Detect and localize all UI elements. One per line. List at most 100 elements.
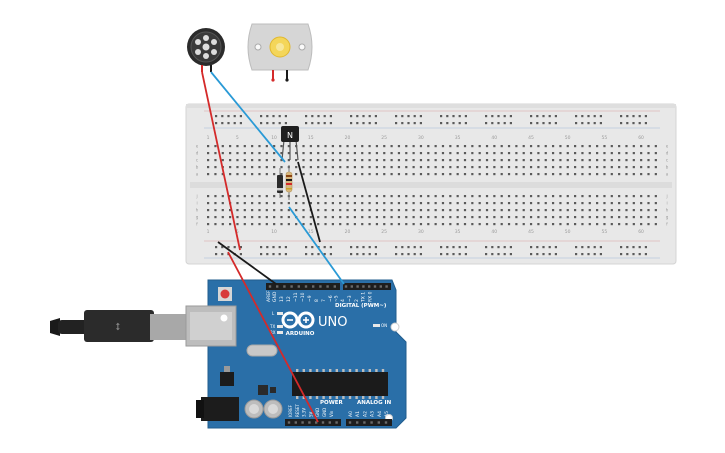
motor-screw [298, 43, 306, 51]
breadboard-hole [478, 166, 481, 169]
breadboard-hole [647, 195, 650, 198]
breadboard-hole [280, 195, 283, 198]
wire-red-5v[interactable] [227, 251, 319, 423]
breadboard-hole [625, 223, 628, 226]
breadboard-hole [375, 145, 379, 148]
breadboard-hole [273, 223, 276, 226]
breadboard-hole [405, 145, 408, 148]
breadboard-hole [295, 223, 298, 226]
breadboard-hole [207, 195, 210, 198]
breadboard-hole [331, 166, 334, 169]
breadboard-hole [471, 166, 474, 169]
dc-power-jack[interactable] [201, 397, 239, 421]
rail-hole [374, 253, 377, 256]
rail-hole [542, 246, 545, 249]
rail-hole [620, 115, 623, 118]
breadboard-hole [574, 152, 577, 155]
wire-blue-speaker[interactable] [210, 71, 286, 163]
rail-hole [305, 246, 308, 249]
breadboard-hole [596, 166, 599, 169]
breadboard-hole [654, 195, 657, 198]
breadboard-hole [625, 145, 628, 148]
breadboard-hole [258, 195, 261, 198]
chip-pin [348, 396, 352, 399]
breadboard-hole [574, 209, 577, 212]
digital-header-2[interactable] [343, 283, 391, 290]
rail-hole [215, 115, 218, 118]
rail-hole [413, 115, 416, 118]
digital-header-1[interactable] [266, 283, 340, 290]
rail-hole [221, 122, 224, 125]
breadboard-hole [588, 202, 591, 205]
column-number: 40 [491, 229, 497, 235]
breadboard-hole [251, 152, 254, 155]
header-hole [315, 421, 318, 424]
breadboard-hole [529, 173, 533, 176]
header-hole [370, 421, 373, 424]
rail-hole [368, 122, 371, 125]
rail-hole [221, 246, 224, 249]
chip-pin [368, 396, 371, 399]
breadboard-hole [632, 145, 635, 148]
reset-button-cap[interactable] [220, 289, 230, 299]
power-header[interactable] [285, 419, 341, 426]
breadboard-hole [522, 195, 525, 198]
diode-component[interactable] [277, 168, 283, 198]
breadboard-hole [544, 145, 547, 148]
speaker-component[interactable] [187, 28, 225, 72]
row-letter: h [196, 208, 199, 213]
breadboard-hole [207, 159, 210, 162]
breadboard-hole [346, 145, 349, 148]
header-hole [348, 421, 352, 424]
breadboard-hole [640, 173, 643, 176]
rail-hole [215, 122, 218, 125]
breadboard-hole [581, 223, 584, 226]
breadboard-hole [280, 166, 283, 169]
breadboard-hole [654, 202, 657, 205]
analog-pin-label: A1 [355, 411, 361, 417]
chip-pin [362, 369, 365, 372]
breadboard-hole [588, 223, 591, 226]
breadboard-hole [361, 173, 364, 176]
breadboard-hole [265, 202, 268, 205]
atmega-chip [292, 372, 388, 396]
rail-hole [548, 253, 551, 256]
breadboard-hole [610, 209, 613, 212]
wire-black-gnd[interactable] [217, 241, 277, 285]
breadboard-hole [574, 202, 577, 205]
wire-red-speaker[interactable] [201, 71, 241, 251]
breadboard-hole [507, 216, 511, 219]
breadboard-hole [610, 152, 613, 155]
breadboard-hole [441, 195, 445, 198]
breadboard-hole [654, 166, 657, 169]
led-rx [277, 331, 283, 334]
breadboard-hole [449, 223, 452, 226]
breadboard-hole [456, 166, 459, 169]
breadboard-hole [544, 202, 547, 205]
breadboard-hole [353, 216, 356, 219]
chip-pin [335, 396, 338, 399]
breadboard-hole [603, 173, 606, 176]
wire-blue-signal[interactable] [288, 206, 345, 285]
breadboard-hole [625, 166, 628, 169]
rail-hole [239, 246, 242, 249]
resistor-band [286, 183, 292, 185]
rail-hole [233, 115, 236, 118]
wire-black-emitter[interactable] [297, 161, 321, 243]
breadboard-hole [251, 223, 254, 226]
dc-motor-component[interactable] [247, 23, 313, 82]
breadboard-hole [588, 159, 591, 162]
breadboard-hole [243, 216, 246, 219]
resistor-component[interactable] [285, 165, 293, 200]
breadboard-hole [353, 223, 356, 226]
breadboard-hole [441, 166, 445, 169]
breadboard-hole [302, 145, 305, 148]
analog-header[interactable] [346, 419, 392, 426]
wires[interactable] [201, 71, 345, 423]
breadboard-hole [610, 202, 613, 205]
transistor-component[interactable]: N [281, 126, 299, 161]
header-hole [333, 285, 336, 288]
breadboard-hole [236, 152, 239, 155]
